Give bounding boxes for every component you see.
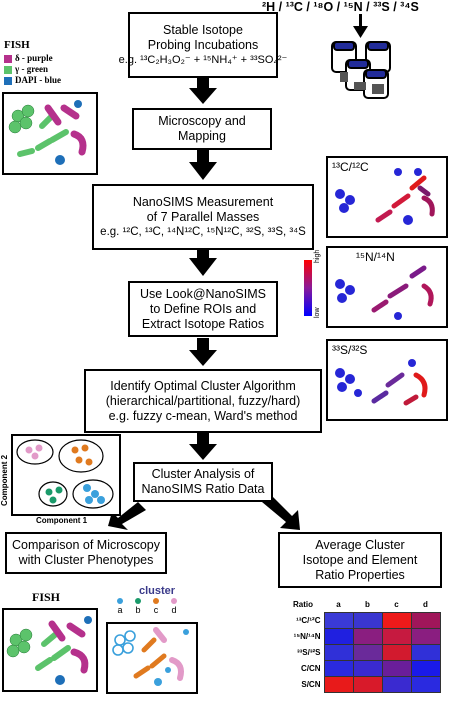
ratio-table-header: Ratio — [293, 600, 313, 610]
cluster-legend-label: b — [135, 605, 141, 615]
fish-bottom-title: FISH — [32, 590, 61, 604]
ratio-table-header: d — [423, 600, 428, 609]
ratio-row-label: ¹³C/¹²C — [296, 616, 321, 625]
ratio-cell — [381, 628, 412, 645]
ratio-row-label: C/CN — [300, 664, 321, 673]
colorbar-low-label: low — [314, 307, 321, 318]
ratio-cell — [410, 644, 441, 661]
fish-legend-item: δ - purple — [4, 53, 61, 64]
ratio-cell — [410, 676, 441, 693]
component-axis-x: Component 1 — [36, 516, 88, 525]
colorbar-high-label: high — [314, 249, 321, 263]
ratio-colorbar — [304, 260, 312, 316]
cluster-legend: a b c d — [110, 598, 184, 622]
cluster-phenotype-panel — [106, 622, 198, 694]
ratio-table-row: ¹⁵N/¹⁴N — [282, 628, 441, 645]
fish-legend-item: DAPI - blue — [4, 75, 61, 86]
ratio-panel-nitrogen: ¹⁵N/¹⁴N — [326, 246, 448, 328]
ratio-cell — [352, 644, 383, 661]
ratio-row-label: S/CN — [301, 680, 321, 689]
ratio-cell — [323, 644, 354, 661]
ratio-cell — [323, 628, 354, 645]
ratio-cell — [323, 676, 354, 693]
cluster-ratio-table: Ratio a b c d ¹³C/¹²C ¹⁵N/¹⁴N ³³S/³²S C/CN S/CN — [282, 597, 441, 693]
cluster-legend-dot — [153, 598, 159, 604]
isotopes-header: ²H / ¹³C / ¹⁸O / ¹⁵N / ³³S / ³⁴S — [262, 0, 419, 14]
fish-legend-title: FISH — [4, 39, 30, 51]
cluster-legend-dot — [171, 598, 177, 604]
ratio-table-row: ³³S/³²S — [282, 644, 441, 661]
cluster-legend-label: a — [117, 605, 123, 615]
cluster-legend-item: c — [150, 598, 162, 615]
ratio-table-row: C/CN — [282, 660, 441, 677]
fish-legend-swatch — [4, 54, 12, 63]
ratio-cell — [323, 612, 354, 629]
fish-bottom-panel — [2, 608, 98, 692]
cluster-legend-item: b — [132, 598, 144, 615]
ratio-cell — [410, 628, 441, 645]
cluster-legend-title: cluster — [139, 585, 176, 597]
fish-legend-label: DAPI - blue — [15, 75, 62, 85]
microscopy-image-panel — [2, 92, 98, 175]
ratio-panel-carbon: ¹³C/¹²C — [326, 156, 448, 238]
ratio-panel-sulfur: ³³S/³²S — [326, 339, 448, 421]
ratio-cell — [410, 612, 441, 629]
fish-legend-label: γ - green — [15, 64, 49, 74]
fish-legend-label: δ - purple — [15, 53, 53, 63]
ratio-cell — [352, 660, 383, 677]
fish-legend-swatch — [4, 65, 12, 74]
ratio-cell — [352, 628, 383, 645]
ratio-cell — [381, 612, 412, 629]
ratio-cell — [352, 612, 383, 629]
cluster-legend-label: d — [171, 605, 177, 615]
component-axis-y: Component 2 — [0, 454, 9, 506]
cluster-legend-item: a — [114, 598, 126, 615]
ratio-cell — [352, 676, 383, 693]
ratio-cell — [323, 660, 354, 677]
ratio-row-label: ³³S/³²S — [296, 648, 321, 657]
ratio-cell — [381, 644, 412, 661]
fish-legend-item: γ - green — [4, 64, 61, 75]
ratio-table-header: b — [365, 600, 370, 609]
ratio-table-row: ¹³C/¹²C — [282, 612, 441, 629]
ratio-cell — [381, 676, 412, 693]
fish-legend-swatch — [4, 76, 12, 85]
ratio-row-label: ¹⁵N/¹⁴N — [293, 632, 321, 641]
ratio-table-row: S/CN — [282, 676, 441, 693]
cluster-legend-dot — [117, 598, 123, 604]
cluster-legend-item: d — [168, 598, 180, 615]
cluster-legend-dot — [135, 598, 141, 604]
ratio-table-header: c — [394, 600, 399, 609]
component-plot — [11, 434, 121, 516]
ratio-table-header: a — [336, 600, 341, 609]
cluster-legend-label: c — [153, 605, 159, 615]
ratio-cell — [410, 660, 441, 677]
step-identify-cluster-algorithm: Identify Optimal Cluster Algorithm(hiera… — [84, 369, 322, 433]
ratio-cell — [381, 660, 412, 677]
